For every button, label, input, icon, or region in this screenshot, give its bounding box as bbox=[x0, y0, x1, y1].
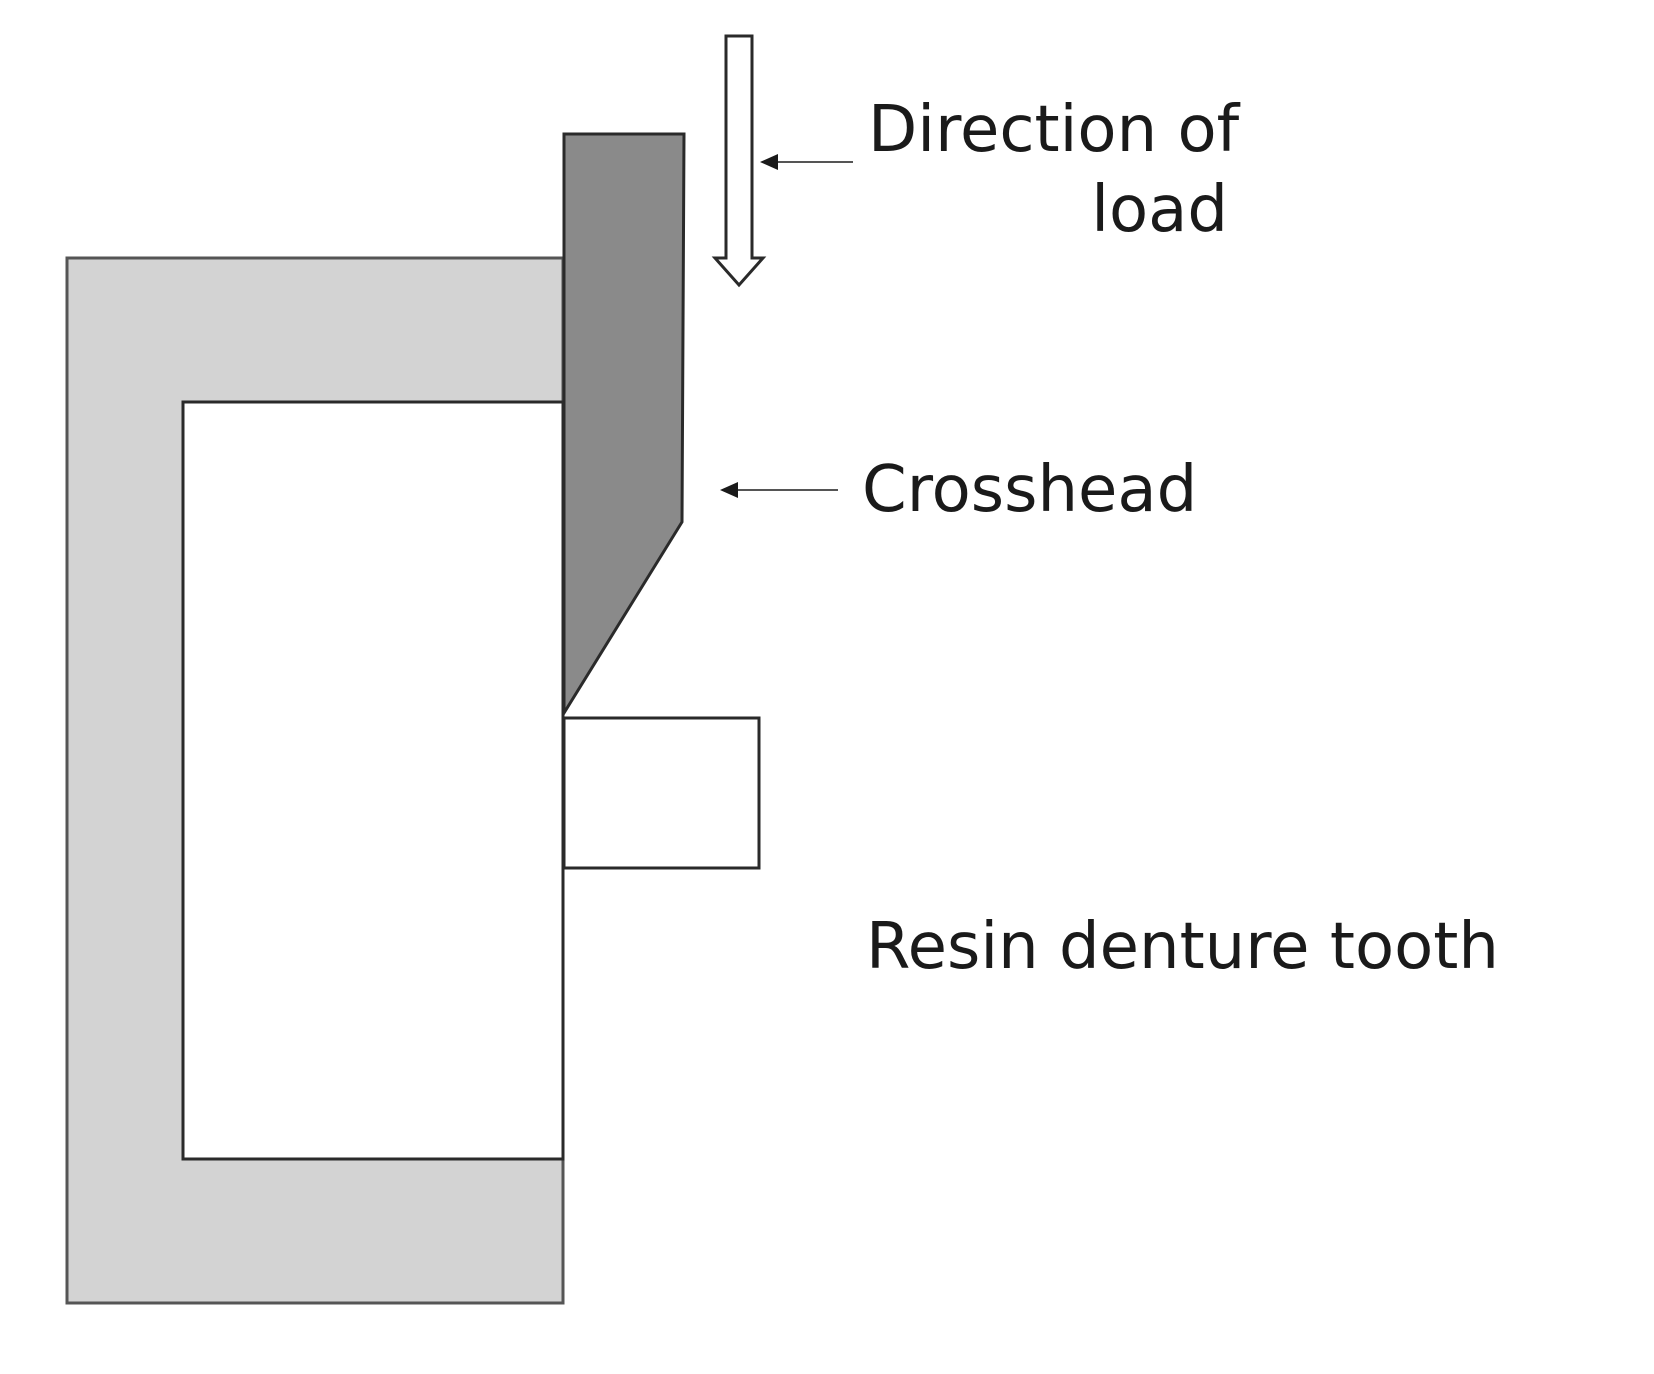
crosshead-shape bbox=[562, 132, 686, 719]
crosshead-leader-line bbox=[720, 482, 838, 498]
holder-inner-cavity bbox=[181, 400, 565, 1161]
specimen-holder bbox=[65, 256, 565, 1305]
direction-leader-line bbox=[760, 154, 853, 170]
crosshead-label: Crosshead bbox=[862, 453, 1198, 527]
resin-denture-tooth-shape bbox=[562, 716, 761, 870]
direction-label-line2: load bbox=[1091, 173, 1228, 247]
resin-denture-tooth-label: Resin denture tooth bbox=[866, 910, 1499, 984]
load-direction-arrow-icon bbox=[711, 34, 767, 288]
direction-of-load-label: Direction of load bbox=[868, 90, 1240, 250]
direction-label-line1: Direction of bbox=[868, 93, 1240, 167]
